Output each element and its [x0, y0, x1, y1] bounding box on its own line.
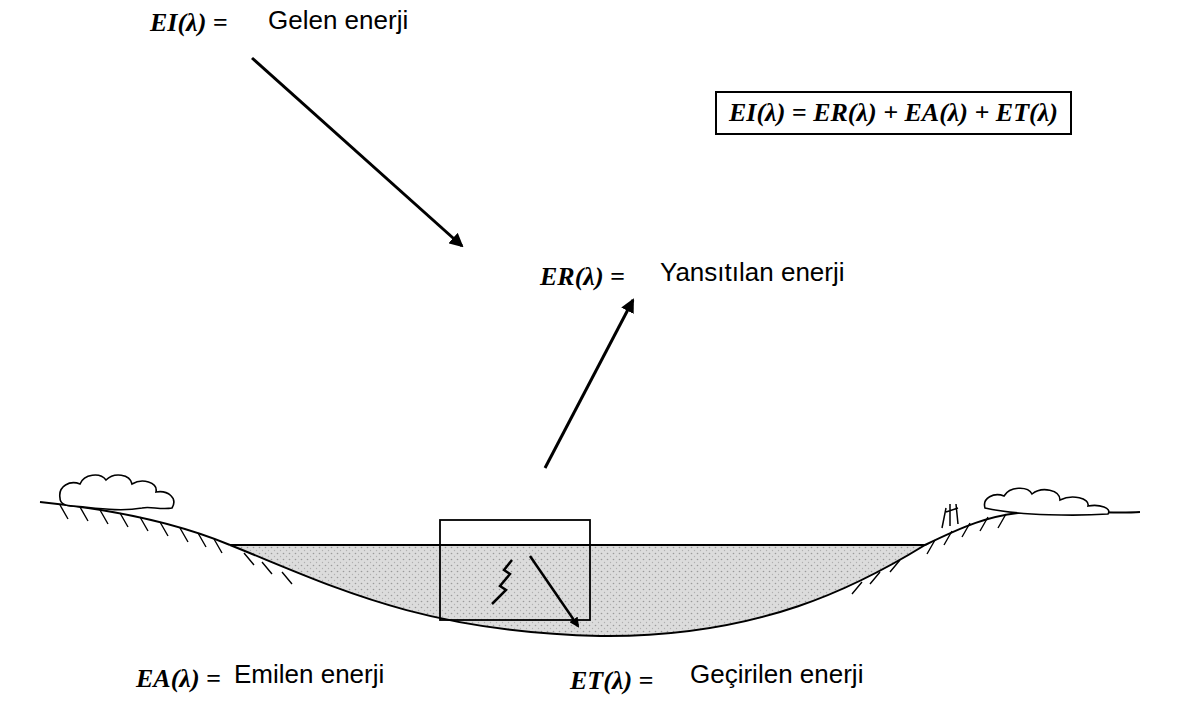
- formula-box: EI(λ) = ER(λ) + EA(λ) + ET(λ): [715, 91, 1072, 135]
- reed: [942, 504, 958, 528]
- incident-ray: [252, 58, 462, 246]
- bank-hatching: [60, 505, 1006, 594]
- energy-symbol: ER(λ) =: [540, 262, 625, 292]
- absorbed-path: [492, 560, 512, 604]
- energy-label: Emilen enerji: [234, 660, 384, 690]
- reflected-ray: [545, 300, 633, 468]
- energy-label: Geçirilen enerji: [690, 660, 863, 690]
- energy-symbol: EI(λ) =: [150, 8, 228, 38]
- bush: [985, 488, 1109, 515]
- energy-symbol: ET(λ) =: [570, 666, 653, 696]
- water-body: [230, 545, 925, 636]
- bush: [60, 475, 174, 510]
- energy-symbol: EA(λ) =: [136, 664, 221, 694]
- energy-label: Gelen enerji: [268, 6, 408, 36]
- transmitted-ray: [530, 556, 578, 626]
- formula-text: EI(λ) = ER(λ) + EA(λ) + ET(λ): [729, 98, 1058, 128]
- inset-box: [440, 520, 590, 620]
- water-surface: [230, 544, 925, 546]
- energy-label: Yansıtılan enerji: [660, 258, 845, 288]
